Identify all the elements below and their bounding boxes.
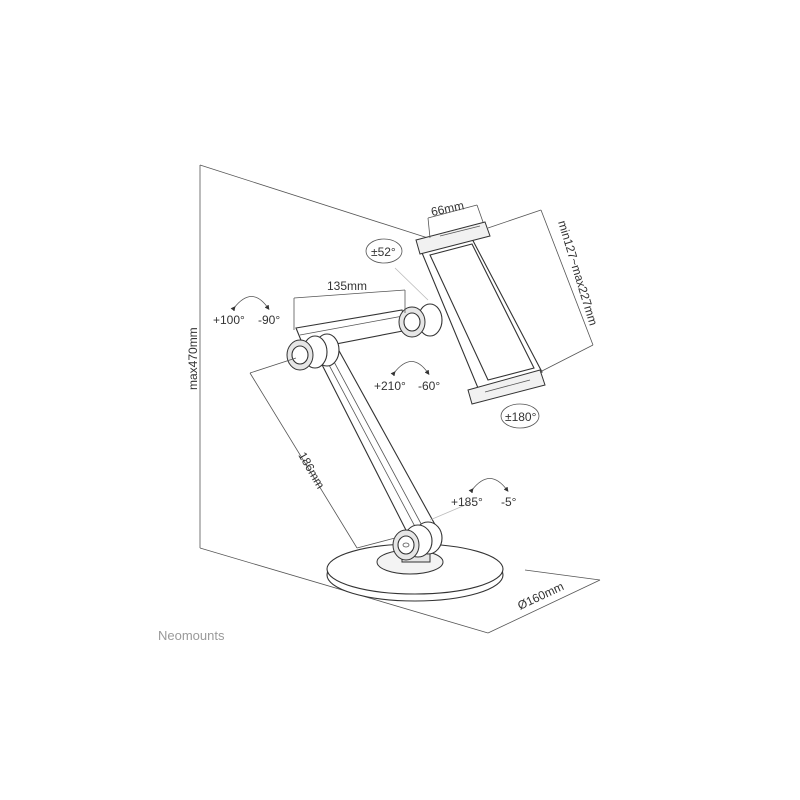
- tablet-holder: [415, 221, 546, 405]
- height-dimension-label: max470mm: [186, 327, 200, 390]
- elbow-plus-label: +100°: [213, 313, 245, 327]
- lower-arm: [311, 337, 439, 543]
- base-joint: [392, 521, 443, 563]
- dimension-lines: [249, 204, 594, 549]
- elbow-joint: [286, 333, 340, 371]
- base-minus-label: -5°: [501, 495, 517, 509]
- upper-arm-dimension-label: 135mm: [327, 279, 367, 293]
- holder-tilt-label: ±52°: [371, 245, 396, 259]
- base-plus-label: +185°: [451, 495, 483, 509]
- elbow-minus-label: -90°: [258, 313, 280, 327]
- holder-rotate-label: ±180°: [505, 410, 537, 424]
- head-minus-label: -60°: [418, 379, 440, 393]
- brand-label: Neomounts: [158, 628, 225, 643]
- rotation-arrows: [230, 238, 540, 494]
- lower-arm-dimension-label: 186mm: [295, 450, 327, 492]
- head-joint: [398, 303, 443, 338]
- holder-width-label: 66mm: [430, 198, 466, 219]
- head-plus-label: +210°: [374, 379, 406, 393]
- holder-range-label: min127~max227mm: [555, 219, 600, 327]
